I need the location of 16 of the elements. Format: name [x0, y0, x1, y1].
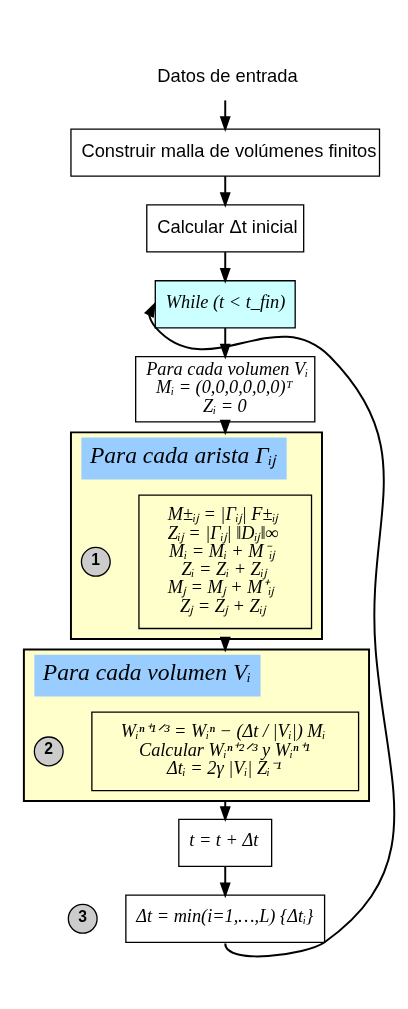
- node-box: Wᵢⁿ⁺¹ᐟ³ = Wᵢⁿ − (Δt / |Vᵢ|) Mᵢ Calcular Wᵢⁿ⁺²ᐟ³ y Wᵢⁿ⁺¹ Δtᵢ = 2γ |Vᵢ| Zᵢ⁻¹: [91, 711, 360, 791]
- arrow: [219, 98, 231, 132]
- node-label: 1: [91, 550, 100, 568]
- node-box: Construir malla de volúmenes finitos: [70, 127, 381, 177]
- node-box: t = t + Δt: [178, 818, 273, 867]
- node-box: While (t < t_fin): [154, 279, 296, 328]
- node-label: 2: [44, 739, 53, 757]
- arrow: [219, 174, 231, 208]
- node-text: Datos de entrada: [157, 64, 298, 86]
- node-label: 3: [78, 907, 87, 924]
- node-box: M±ᵢⱼ = |Γᵢⱼ| F±ᵢⱼ Zᵢⱼ = |Γᵢⱼ| ‖Dᵢⱼ‖∞ Mᵢ = Mᵢ + M⁻ᵢⱼ Zᵢ = Zᵢ + Zᵢⱼ Mⱼ = Mⱼ + M⁺ᵢⱼ Zⱼ = Zⱼ + Zᵢⱼ: [138, 494, 313, 629]
- node-box: Δt = min(i=1,…,L) {Δtᵢ}: [125, 894, 326, 943]
- node-box: Calcular Δt inicial: [146, 203, 305, 253]
- arrow: [219, 865, 231, 898]
- arrow: [219, 250, 231, 284]
- arrow: [143, 301, 396, 957]
